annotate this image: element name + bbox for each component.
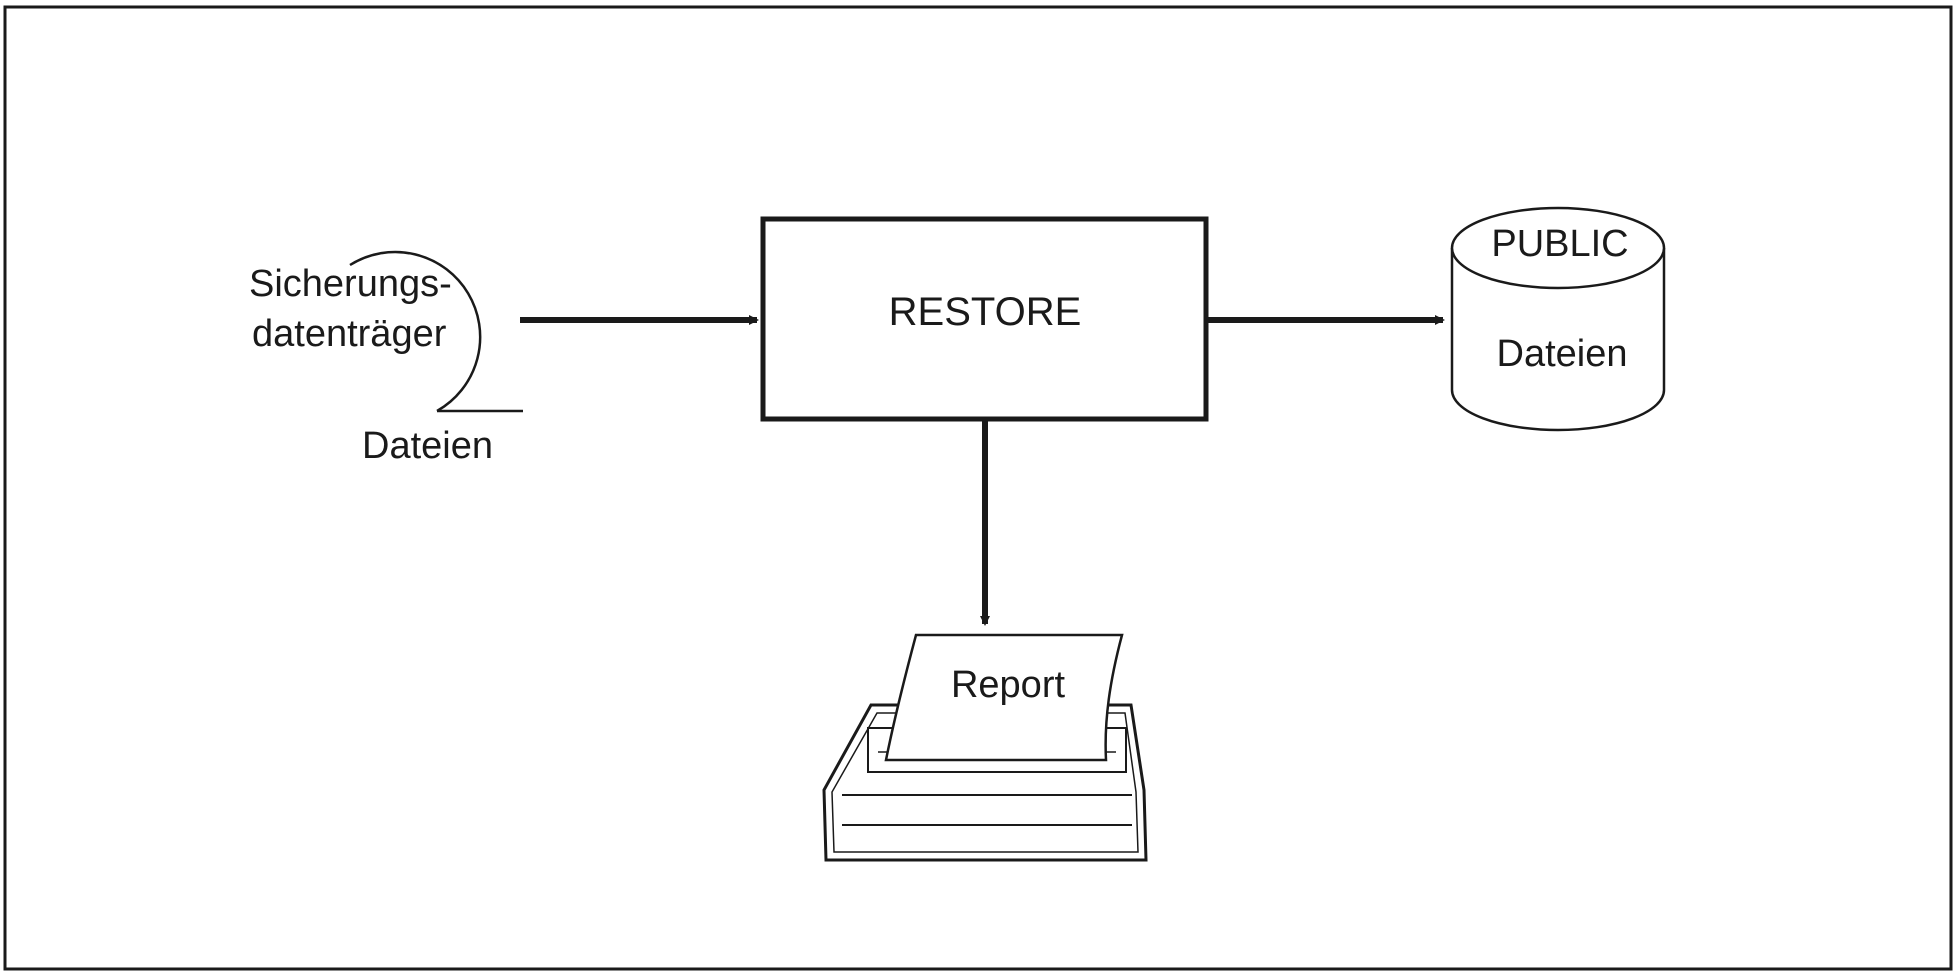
tape-label-line1: Sicherungs- [249,263,452,305]
restore-process-box [760,216,1209,422]
public-disk-cylinder [1450,206,1666,432]
printer-chassis-inner [831,712,1139,853]
disk-body [1450,248,1666,432]
printer-paper-sheet [884,633,1124,762]
disk-body-label: Dateien [1497,333,1628,375]
disk-top [1450,206,1666,290]
disk-top-label: PUBLIC [1491,223,1628,265]
tape-caption: Dateien [362,425,493,467]
report-label: Report [951,664,1065,706]
tape-label-line2: datenträger [252,313,447,355]
tape-symbol [349,250,523,413]
tape-reel-outline [349,250,482,413]
restore-label: RESTORE [889,290,1082,334]
printer-icon [822,633,1148,862]
